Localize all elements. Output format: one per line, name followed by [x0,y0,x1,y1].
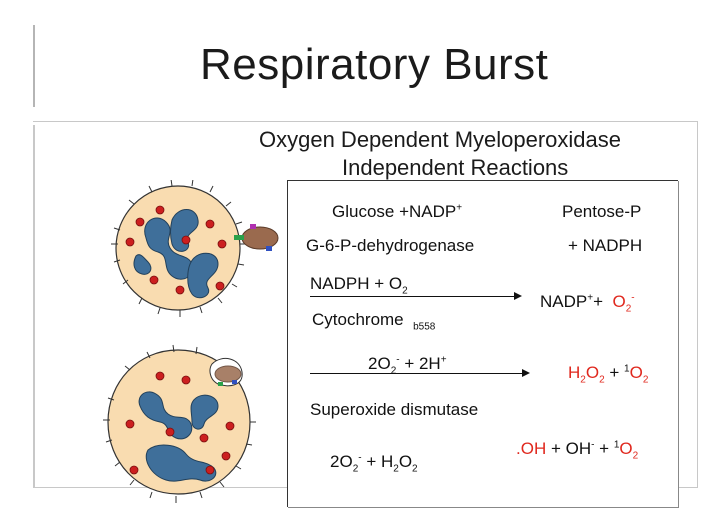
engulfed-bacterium [214,365,242,383]
frame-top-line [33,121,697,122]
reaction-panel [287,180,678,507]
r1-reactant: Glucose +NADP+ [332,202,463,221]
r1-product-line-1: Pentose-P [562,202,642,221]
r4-reactant: 2O2- + H2O2 [330,452,418,475]
frame-right-line [697,121,698,488]
bacterium-approaching [234,224,279,251]
slide-title: Respiratory Burst [200,40,549,89]
frame-left-bar-lower [33,125,35,487]
r4-product: .OH + OH- + 1O2 [516,439,639,462]
subtitle-line-1: Oxygen Dependent Myeloperoxidase [259,127,622,152]
r2-product: NADP++ O2- [540,292,635,315]
frame-left-bar [33,25,35,107]
r1-enzyme: G-6-P-dehydrogenase [306,236,475,255]
r3-arrow [310,369,530,377]
r2-arrow [310,292,522,300]
r2-enzyme: Cytochrome b558 [312,310,436,333]
neutrophil-resting-illustration [103,180,279,503]
neutrophil-cell-top [111,180,246,317]
r3-product: H2O2 + 1O2 [568,363,649,386]
r2-reactant: NADPH + O2 [310,274,408,297]
r3-reactant: 2O2- + 2H+ [368,354,447,377]
subtitle-line-2: Independent Reactions [342,155,569,180]
neutrophil-cell-bottom [103,344,256,503]
r1-product-line-2: + NADPH [568,236,643,255]
r3-enzyme: Superoxide dismutase [310,400,479,419]
